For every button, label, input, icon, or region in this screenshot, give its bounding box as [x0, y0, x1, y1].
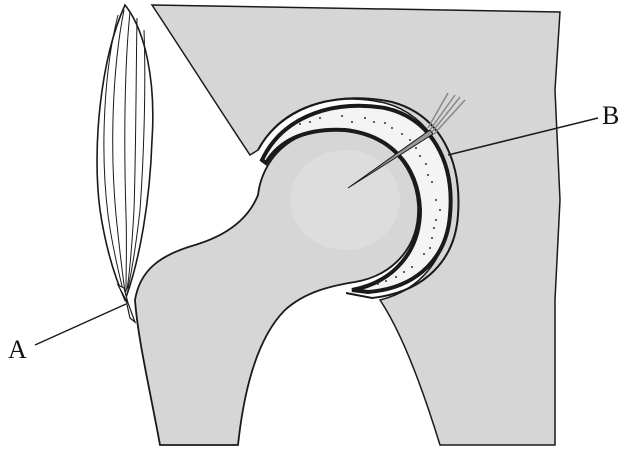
leader-line-a	[35, 304, 126, 345]
label-a: A	[8, 335, 27, 364]
label-b: B	[602, 101, 619, 130]
